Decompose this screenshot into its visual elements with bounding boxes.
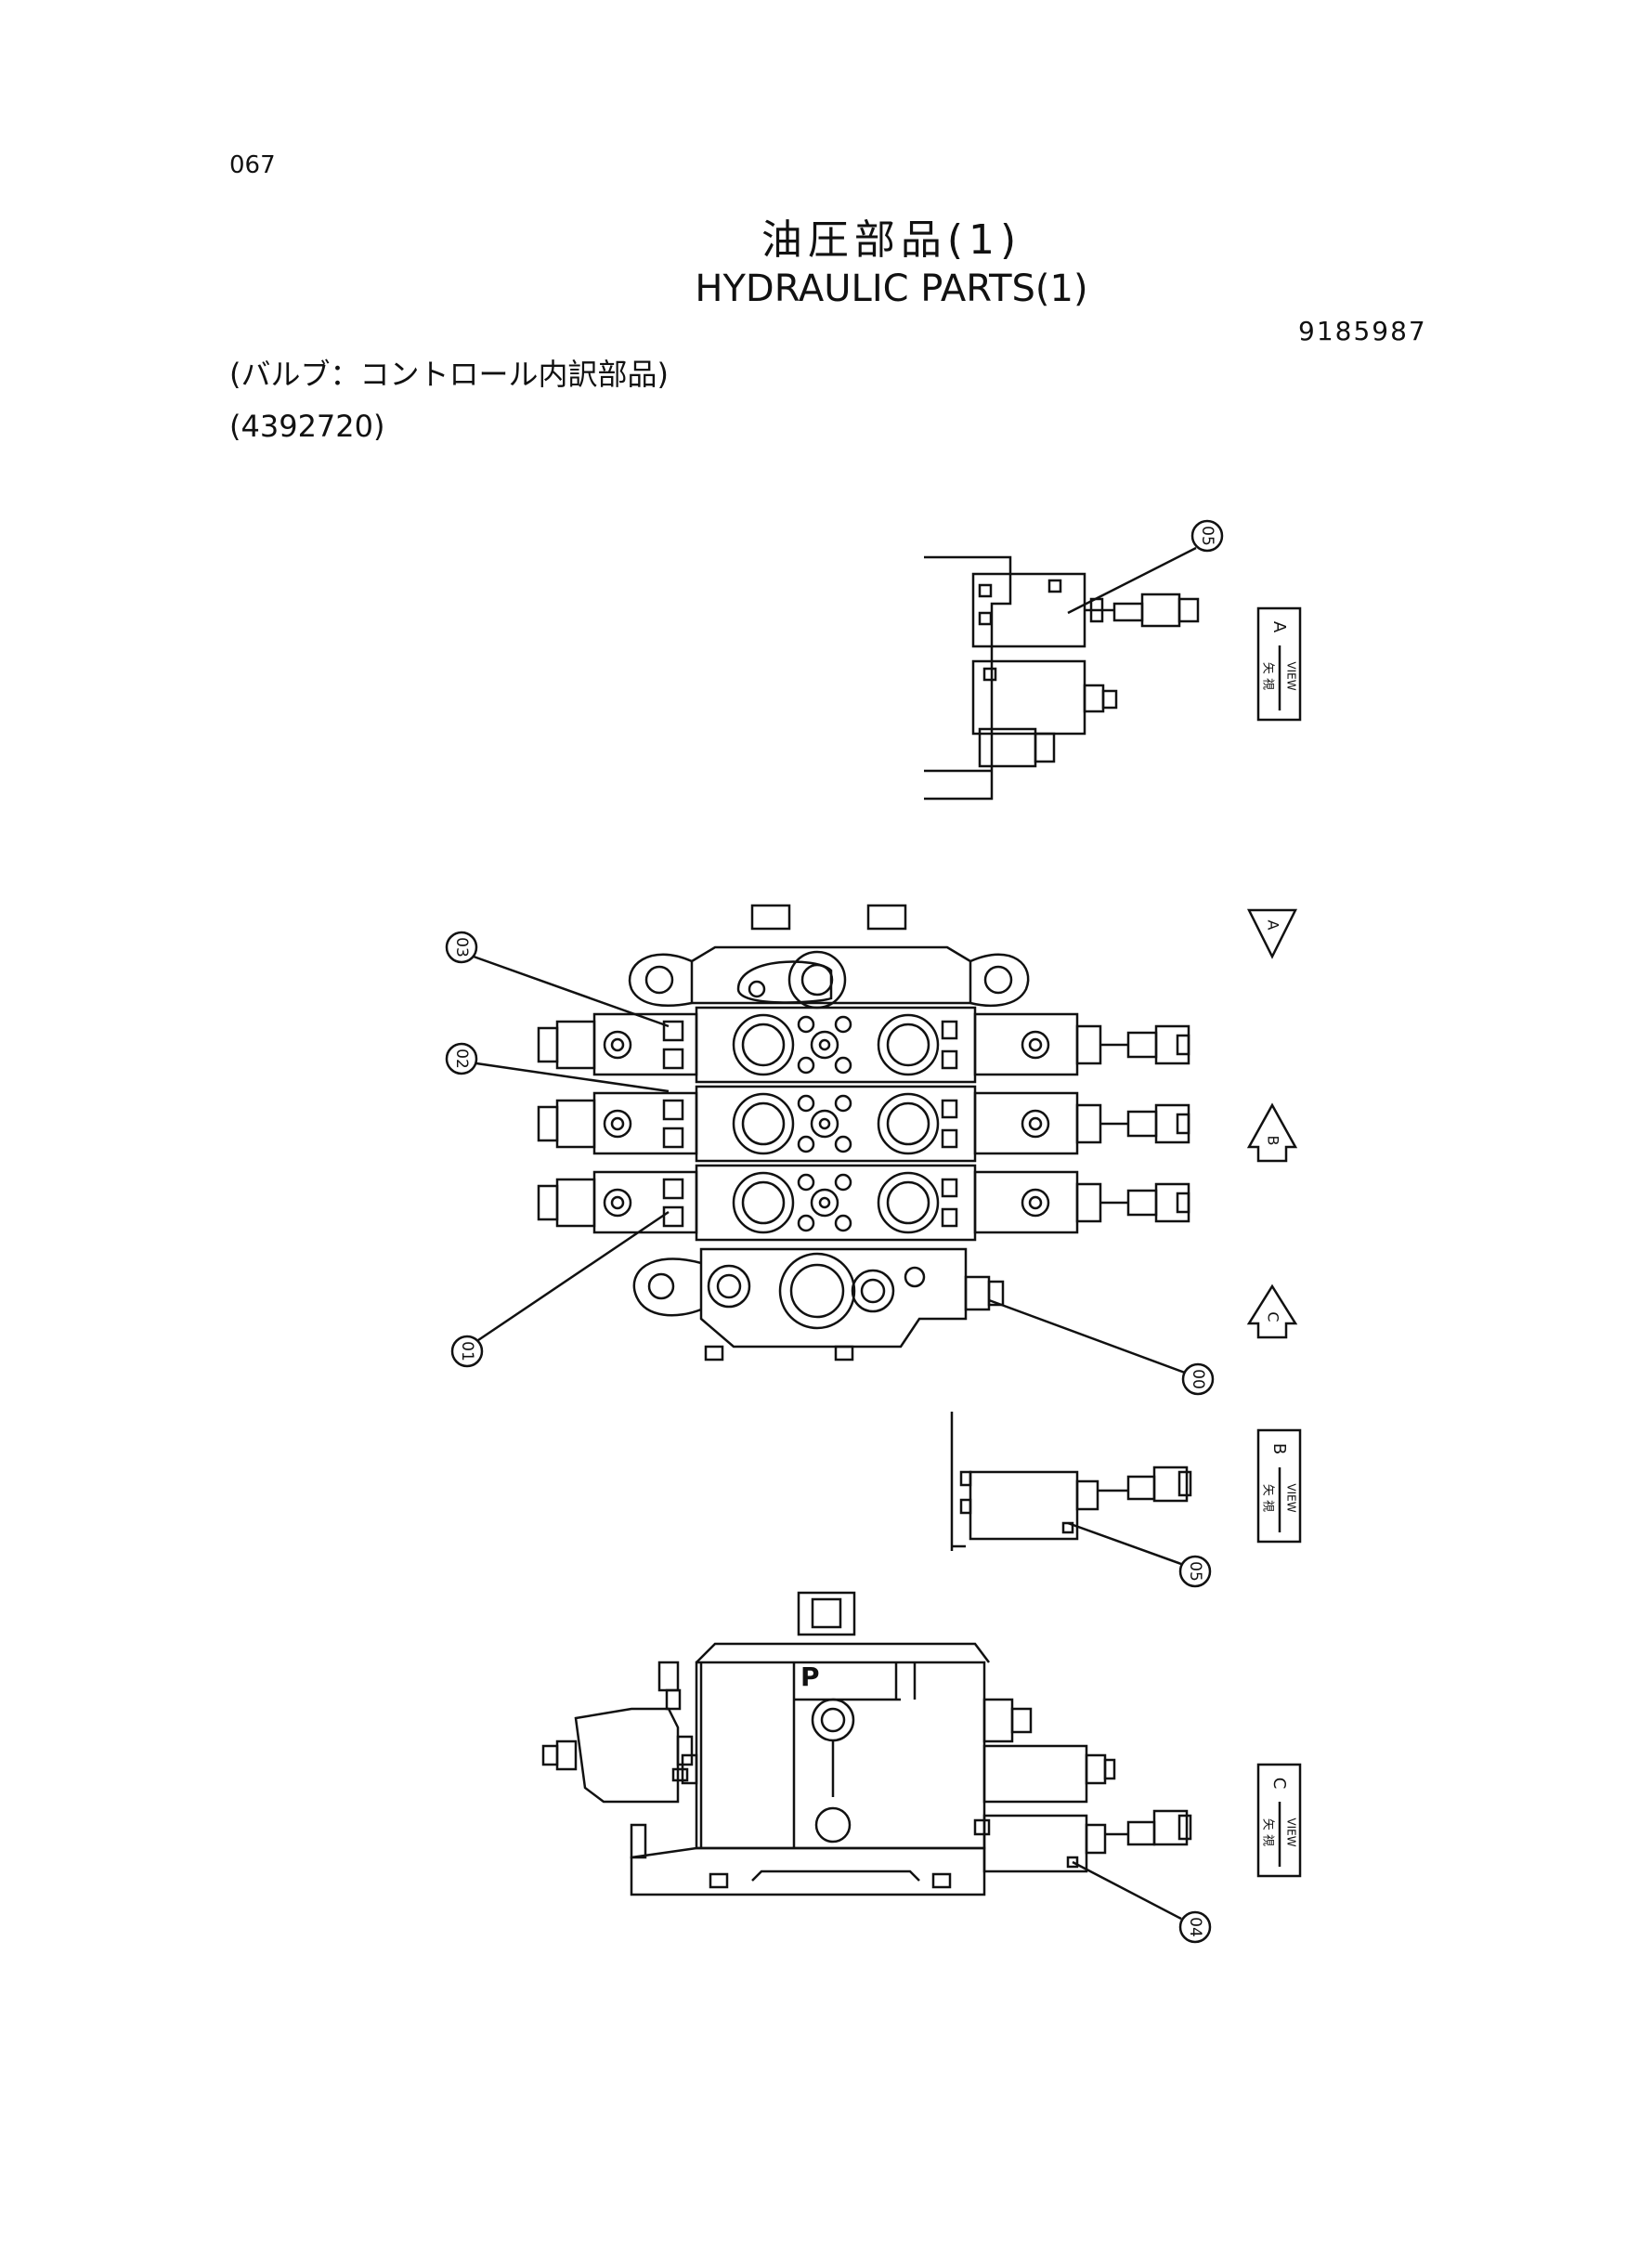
callout-05-middle: 05 [1067, 1521, 1212, 1588]
callout-02: 02 [445, 1042, 670, 1093]
view-label-c: 矢 視 VIEW C [1256, 1763, 1302, 1878]
subtitle-part-number: (4392720) [229, 409, 385, 444]
svg-text:C: C [1269, 1778, 1289, 1790]
view-label-b: 矢 視 VIEW B [1256, 1428, 1302, 1544]
view-b-detail [950, 1412, 1192, 1551]
svg-text:05: 05 [1186, 1561, 1204, 1582]
svg-text:A: A [1265, 920, 1282, 931]
svg-text:A: A [1269, 621, 1289, 633]
port-p-label: P [800, 1661, 820, 1692]
page-number: 067 [229, 151, 276, 179]
view-label-a: 矢 視 VIEW A [1256, 606, 1302, 722]
svg-text:B: B [1265, 1136, 1282, 1146]
callout-05-top: 05 [1067, 519, 1224, 615]
view-a-detail [924, 555, 1200, 801]
svg-text:VIEW: VIEW [1285, 1818, 1298, 1846]
page-title-japanese: 油圧部品(1) [761, 216, 1022, 264]
view-arrow-b: B [1246, 1102, 1298, 1163]
svg-text:01: 01 [458, 1341, 476, 1362]
svg-text:矢 視: 矢 視 [1261, 1818, 1275, 1846]
svg-text:04: 04 [1186, 1917, 1204, 1937]
svg-text:C: C [1265, 1311, 1282, 1322]
svg-text:矢 視: 矢 視 [1261, 662, 1275, 690]
svg-text:VIEW: VIEW [1285, 1483, 1298, 1512]
svg-text:00: 00 [1189, 1369, 1207, 1389]
svg-text:VIEW: VIEW [1285, 661, 1298, 690]
subtitle-japanese: (バルブ：コントロール内訳部品) [229, 357, 669, 392]
callout-01: 01 [450, 1210, 670, 1368]
page-title-english: HYDRAULIC PARTS(1) [695, 267, 1088, 310]
main-valve-top-view [537, 904, 1190, 1362]
view-arrow-a: A [1246, 908, 1298, 959]
svg-text:02: 02 [452, 1049, 471, 1069]
callout-00: 00 [988, 1298, 1215, 1396]
svg-text:03: 03 [452, 937, 471, 958]
callout-04: 04 [1072, 1860, 1212, 1944]
callout-label: 05 [1198, 526, 1216, 546]
view-arrow-c: C [1246, 1283, 1298, 1339]
svg-text:B: B [1269, 1443, 1289, 1454]
document-number: 9185987 [1298, 316, 1427, 346]
view-c-detail: P [541, 1591, 1192, 1896]
svg-text:矢 視: 矢 視 [1261, 1484, 1275, 1512]
callout-03: 03 [445, 931, 670, 1028]
